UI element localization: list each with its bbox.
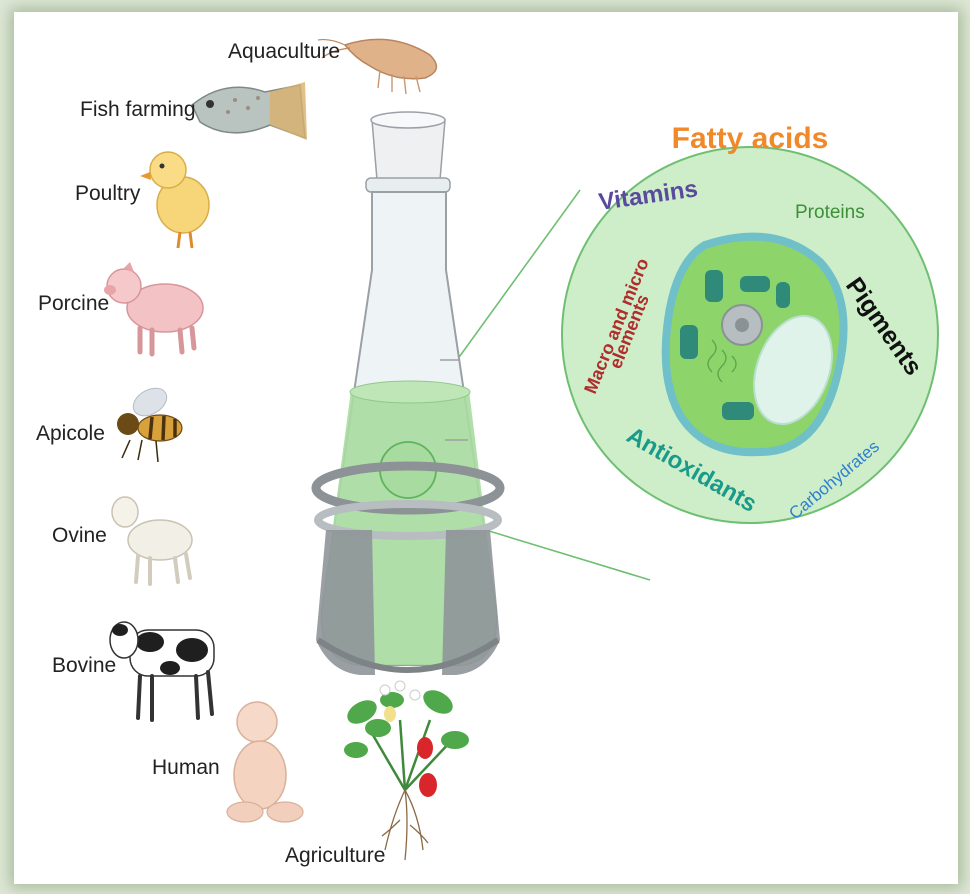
label-aquaculture: Aquaculture [228, 40, 340, 63]
pig-icon [104, 262, 203, 354]
chick-icon [140, 152, 209, 248]
compound-fatty-acids: Fatty acids [672, 122, 829, 155]
microalga-cell [666, 237, 846, 453]
label-bovine: Bovine [52, 654, 116, 677]
label-fish-farming: Fish farming [80, 98, 196, 121]
label-poultry: Poultry [75, 182, 141, 205]
cow-icon [110, 622, 214, 720]
label-apicole: Apicole [36, 422, 105, 445]
strawberry-plant-icon [343, 681, 469, 860]
label-agriculture: Agriculture [285, 844, 385, 867]
label-porcine: Porcine [38, 292, 109, 315]
compound-proteins: Proteins [795, 202, 865, 223]
lamb-icon [112, 497, 192, 584]
label-ovine: Ovine [52, 524, 107, 547]
label-human: Human [152, 756, 220, 779]
cell-zoom-circle: Fatty acids Vitamins Proteins Macro and … [562, 122, 938, 523]
baby-icon [227, 702, 303, 822]
erlenmeyer-flask [316, 112, 500, 675]
bee-icon [117, 383, 182, 462]
fish-icon [192, 82, 307, 140]
